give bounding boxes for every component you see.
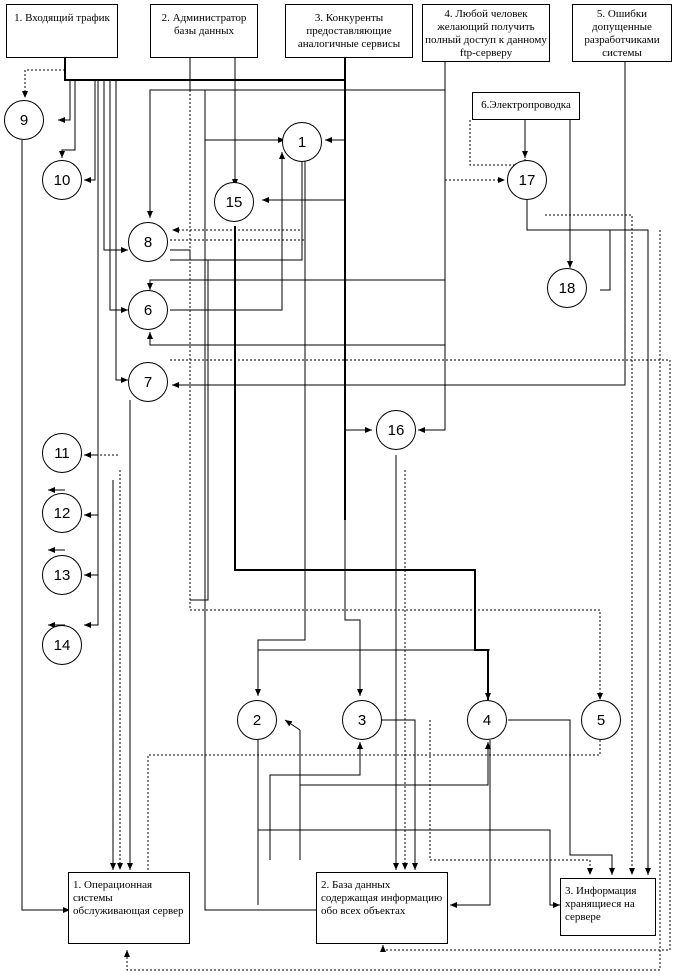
node-2: 2 <box>237 700 277 740</box>
node-8: 8 <box>128 222 168 262</box>
source-box-4: 4. Любой человек желающий получить полны… <box>422 4 550 62</box>
source-label-4: 4. Любой человек желающий получить полны… <box>425 8 547 59</box>
node-14: 14 <box>42 625 82 665</box>
node-9: 9 <box>4 100 44 140</box>
source-label-1: 1. Входящий трафик <box>14 12 110 24</box>
node-17: 17 <box>507 160 547 200</box>
source-label-6: 6.Электропроводка <box>481 99 571 111</box>
source-box-3: 3. Конкуренты предоставляющие аналогичны… <box>285 4 413 58</box>
target-label-2: 2. База данных содержащая информацию обо… <box>321 879 443 917</box>
target-label-3: 3. Информация хранящиеся на сервере <box>565 885 637 923</box>
source-box-1: 1. Входящий трафик <box>6 4 118 58</box>
node-11: 11 <box>42 433 82 473</box>
node-12: 12 <box>42 493 82 533</box>
node-6: 6 <box>128 290 168 330</box>
source-box-5: 5. Ошибки допущенные разработчиками сист… <box>572 4 672 62</box>
node-5: 5 <box>581 700 621 740</box>
source-box-2: 2. Администратор базы данных <box>150 4 258 58</box>
node-13: 13 <box>42 555 82 595</box>
source-label-3: 3. Конкуренты предоставляющие аналогичны… <box>297 12 401 50</box>
target-box-2: 2. База данных содержащая информацию обо… <box>316 872 448 944</box>
node-3: 3 <box>342 700 382 740</box>
node-15: 15 <box>214 182 254 222</box>
source-box-6: 6.Электропроводка <box>472 92 580 120</box>
source-label-2: 2. Администратор базы данных <box>161 12 247 37</box>
node-7: 7 <box>128 362 168 402</box>
node-1: 1 <box>282 122 322 162</box>
node-16: 16 <box>376 410 416 450</box>
node-10: 10 <box>42 160 82 200</box>
target-label-1: 1. Операционная системы обслуживающая се… <box>73 879 184 917</box>
source-label-5: 5. Ошибки допущенные разработчиками сист… <box>584 8 660 59</box>
target-box-3: 3. Информация хранящиеся на сервере <box>560 878 656 936</box>
target-box-1: 1. Операционная системы обслуживающая се… <box>68 872 190 944</box>
node-18: 18 <box>547 268 587 308</box>
node-4: 4 <box>467 700 507 740</box>
